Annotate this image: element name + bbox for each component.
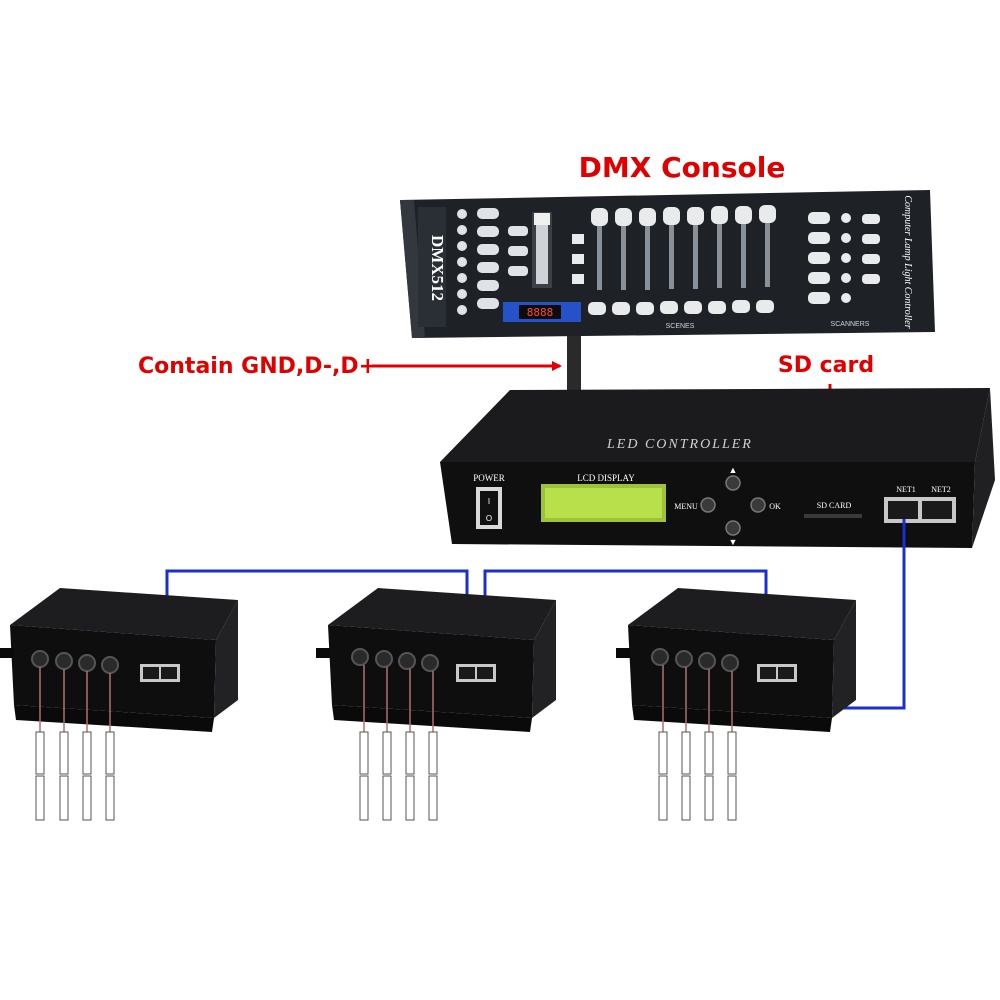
controller-title: LED CONTROLLER <box>606 437 753 452</box>
sd-card-slot[interactable] <box>804 514 862 518</box>
console-scene-buttons <box>588 300 774 315</box>
up-arrow-icon: ▲ <box>729 465 738 475</box>
power-on-mark: I <box>488 497 490 506</box>
signal-note-label: Contain GND,D-,D+ <box>138 354 377 379</box>
net2-port[interactable] <box>922 501 952 519</box>
console-display-value: 8888 <box>527 306 554 319</box>
power-off-mark: O <box>486 514 492 523</box>
power-label: POWER <box>473 473 505 483</box>
up-button[interactable] <box>725 475 741 491</box>
console-faders <box>572 205 776 290</box>
net2-label: NET2 <box>931 485 951 494</box>
slave-controller-2 <box>316 588 556 821</box>
sd-card-callout: SD card <box>778 353 874 378</box>
dmx-cable <box>567 336 581 390</box>
down-button[interactable] <box>725 520 741 536</box>
slave-controller-3 <box>616 588 856 821</box>
ok-label: OK <box>769 502 781 511</box>
console-side-text: Computer Lamp Light Controller <box>902 195 913 328</box>
dmx-console-title: DMX Console <box>579 151 786 184</box>
lcd-label: LCD DISPLAY <box>577 473 635 483</box>
console-scenes-label: SCENES <box>666 323 695 330</box>
net1-port[interactable] <box>888 501 918 519</box>
menu-button[interactable] <box>700 497 716 513</box>
dmx-console: DMX Console DMX512 Computer Lamp Light C… <box>400 151 935 338</box>
ok-button[interactable] <box>750 497 766 513</box>
console-scanners-label: SCANNERS <box>831 321 870 328</box>
slave-controller-1 <box>0 588 238 821</box>
controller-top <box>440 388 990 462</box>
menu-label: MENU <box>674 502 698 511</box>
down-arrow-icon: ▼ <box>729 537 738 547</box>
console-brand: DMX512 <box>428 235 447 301</box>
console-left-buttons <box>457 208 528 315</box>
console-scanner-buttons <box>808 212 880 304</box>
led-controller: LED CONTROLLER POWER I O LCD DISPLAY MEN… <box>440 388 995 548</box>
net1-label: NET1 <box>896 485 916 494</box>
sd-slot-label: SD CARD <box>817 501 852 510</box>
